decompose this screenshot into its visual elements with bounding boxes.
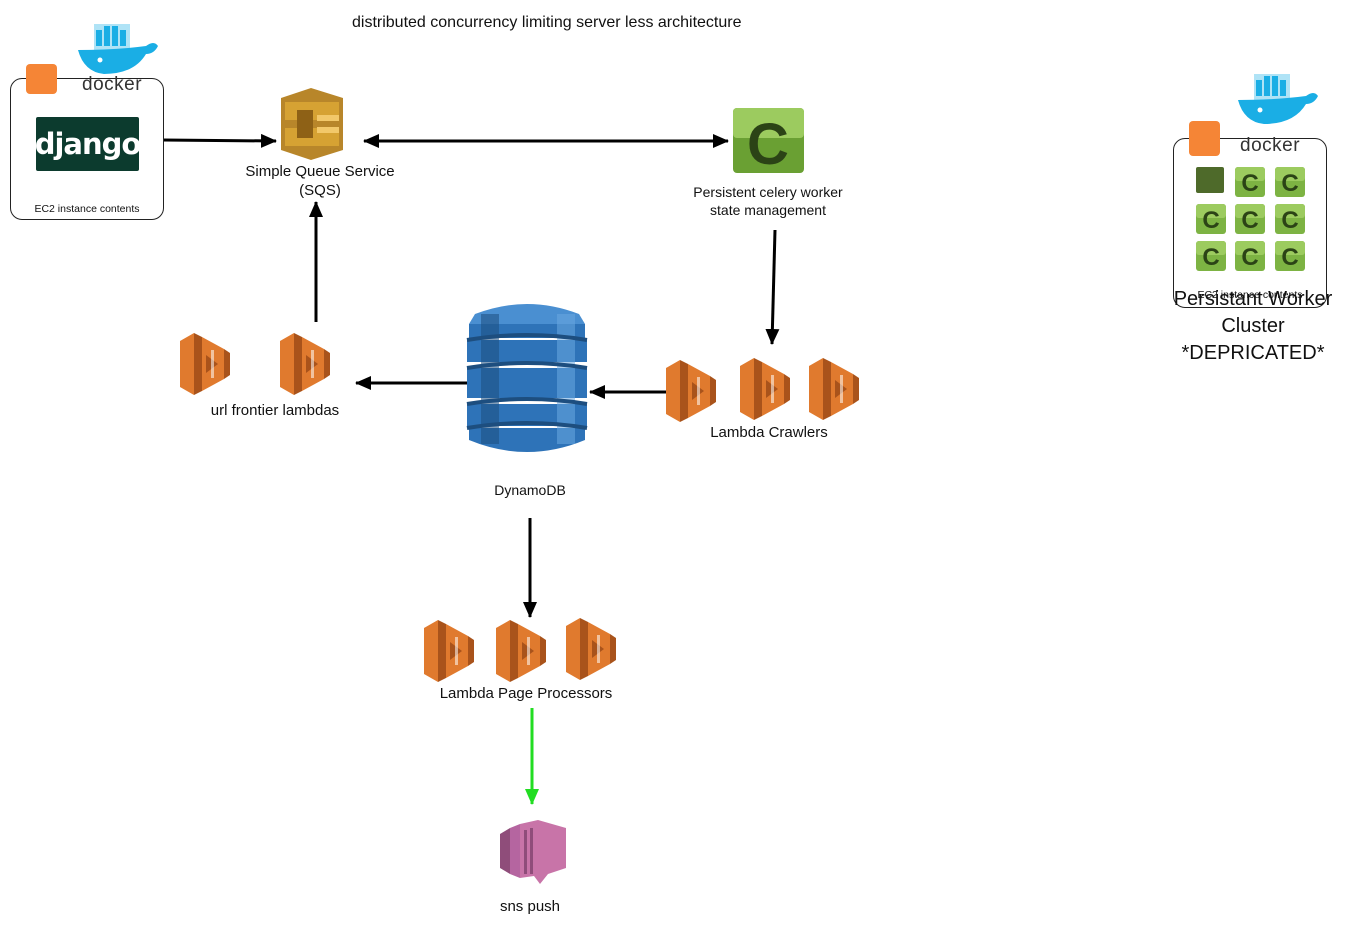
sqs-icon — [281, 88, 343, 160]
worker-cell-icon — [1196, 204, 1226, 234]
worker-cell-icon — [1275, 167, 1305, 197]
page-processor-lambda-icon-2 — [496, 620, 546, 682]
dynamodb-icon — [466, 304, 588, 452]
worker-cell-icon — [1275, 241, 1305, 271]
django-logo: django — [34, 117, 142, 171]
diagram-title: distributed concurrency limiting server … — [352, 14, 742, 31]
docker-wordmark: docker — [82, 74, 143, 95]
sqs-label-line1: Simple Queue Service — [245, 163, 395, 180]
worker-cell-icon — [1196, 241, 1226, 271]
page-processor-lambda-icon-3 — [566, 618, 616, 680]
crawlers-label: Lambda Crawlers — [710, 424, 828, 441]
edge-celery-to-crawlers — [765, 229, 780, 345]
celery-logo-letter: C — [747, 112, 789, 177]
page-processors-label: Lambda Page Processors — [439, 685, 613, 702]
worker-cluster-label: Persistant Worker Cluster *DEPRICATED* — [1168, 286, 1338, 367]
crawler-lambda-icon-1 — [666, 360, 716, 422]
worker-cell-icon — [1235, 241, 1265, 271]
dynamodb-label: DynamoDB — [494, 482, 566, 498]
edge-django-to-sqs — [162, 133, 277, 148]
crawler-lambda-icon-3 — [809, 358, 859, 420]
django-logo-text: django — [34, 127, 142, 161]
sqs-label-line2: (SQS) — [299, 182, 341, 199]
worker-cluster-grid — [1196, 167, 1308, 271]
celery-label-line2: state management — [710, 202, 826, 218]
worker-cluster-label-line3: *DEPRICATED* — [1181, 342, 1325, 364]
worker-cell-empty — [1196, 167, 1224, 193]
docker-whale-icon-cluster — [1238, 74, 1318, 124]
worker-cell-icon — [1235, 167, 1265, 197]
django-ec2-caption: EC2 instance contents — [34, 203, 140, 215]
ec2-square-icon — [26, 64, 57, 94]
docker-wordmark-cluster: docker — [1240, 135, 1301, 156]
docker-whale-icon — [78, 24, 158, 74]
page-processor-lambda-icon-1 — [424, 620, 474, 682]
celery-icon: C — [733, 108, 804, 177]
worker-cluster-caption: EC2 instance contents — [1197, 289, 1303, 301]
url-frontier-label: url frontier lambdas — [210, 402, 340, 419]
worker-cell-icon — [1275, 204, 1305, 234]
celery-label-line1: Persistent celery worker — [693, 184, 843, 200]
ec2-square-icon-cluster — [1189, 121, 1220, 156]
sns-label: sns push — [499, 898, 561, 915]
url-frontier-lambda-icon-1 — [180, 333, 230, 395]
worker-cluster-label-line1: Persistant Worker — [1173, 288, 1333, 310]
crawler-lambda-icon-2 — [740, 358, 790, 420]
worker-cell-icons — [1196, 167, 1305, 271]
worker-cluster-label-line2: Cluster — [1221, 315, 1285, 337]
url-frontier-lambda-icon-2 — [280, 333, 330, 395]
sns-icon — [500, 820, 566, 884]
worker-cell-icon — [1235, 204, 1265, 234]
